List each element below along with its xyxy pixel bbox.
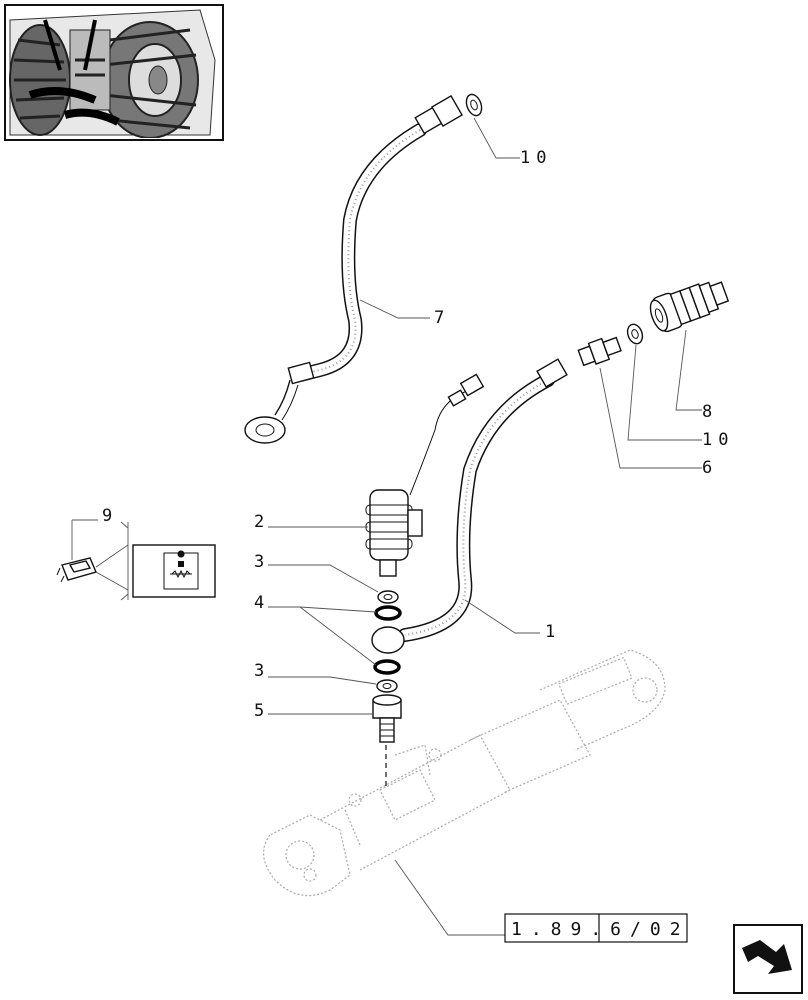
washer-part-3-lower[interactable] — [376, 679, 398, 693]
banjo-bolt-part-5[interactable] — [372, 694, 402, 743]
bracket-lines — [71, 519, 129, 601]
tractor-thumbnail[interactable] — [4, 4, 224, 141]
callout-2: 2 — [254, 512, 270, 532]
callout-6: 6 — [702, 458, 718, 478]
next-page-arrow-icon[interactable] — [733, 924, 803, 994]
washer-part-3-upper[interactable] — [377, 590, 399, 604]
seal-part-4-lower[interactable] — [373, 659, 401, 675]
seal-part-4-upper[interactable] — [374, 605, 402, 621]
callout-3-upper: 3 — [254, 552, 270, 572]
callout-8: 8 — [702, 402, 718, 422]
adapter-part-6[interactable] — [577, 334, 622, 368]
callout-3-lower: 3 — [254, 661, 270, 681]
callout-labels: 10 7 8 10 6 9 2 3 4 1 3 5 — [102, 148, 734, 721]
leader-lines — [268, 117, 702, 936]
callout-9: 9 — [102, 506, 118, 526]
hose-part-1[interactable] — [371, 358, 568, 654]
callout-10-right: 10 — [702, 430, 734, 450]
washer-part-10-top[interactable] — [464, 92, 485, 117]
quick-coupler-part-8[interactable] — [646, 275, 731, 335]
hose-part-7[interactable] — [244, 95, 463, 444]
reference-number: 1.89.6/02 — [511, 919, 690, 940]
reference-box[interactable]: 1.89.6/02 — [504, 913, 690, 943]
callout-7: 7 — [434, 308, 450, 328]
decal-label[interactable] — [132, 544, 216, 598]
callout-4: 4 — [254, 593, 270, 613]
callout-5: 5 — [254, 701, 270, 721]
washer-part-10-right[interactable] — [625, 322, 645, 346]
ghost-cylinder-assembly — [263, 649, 666, 897]
callout-10-top: 10 — [520, 148, 552, 168]
switch-part-9[interactable] — [56, 557, 97, 583]
callout-1: 1 — [545, 622, 561, 642]
